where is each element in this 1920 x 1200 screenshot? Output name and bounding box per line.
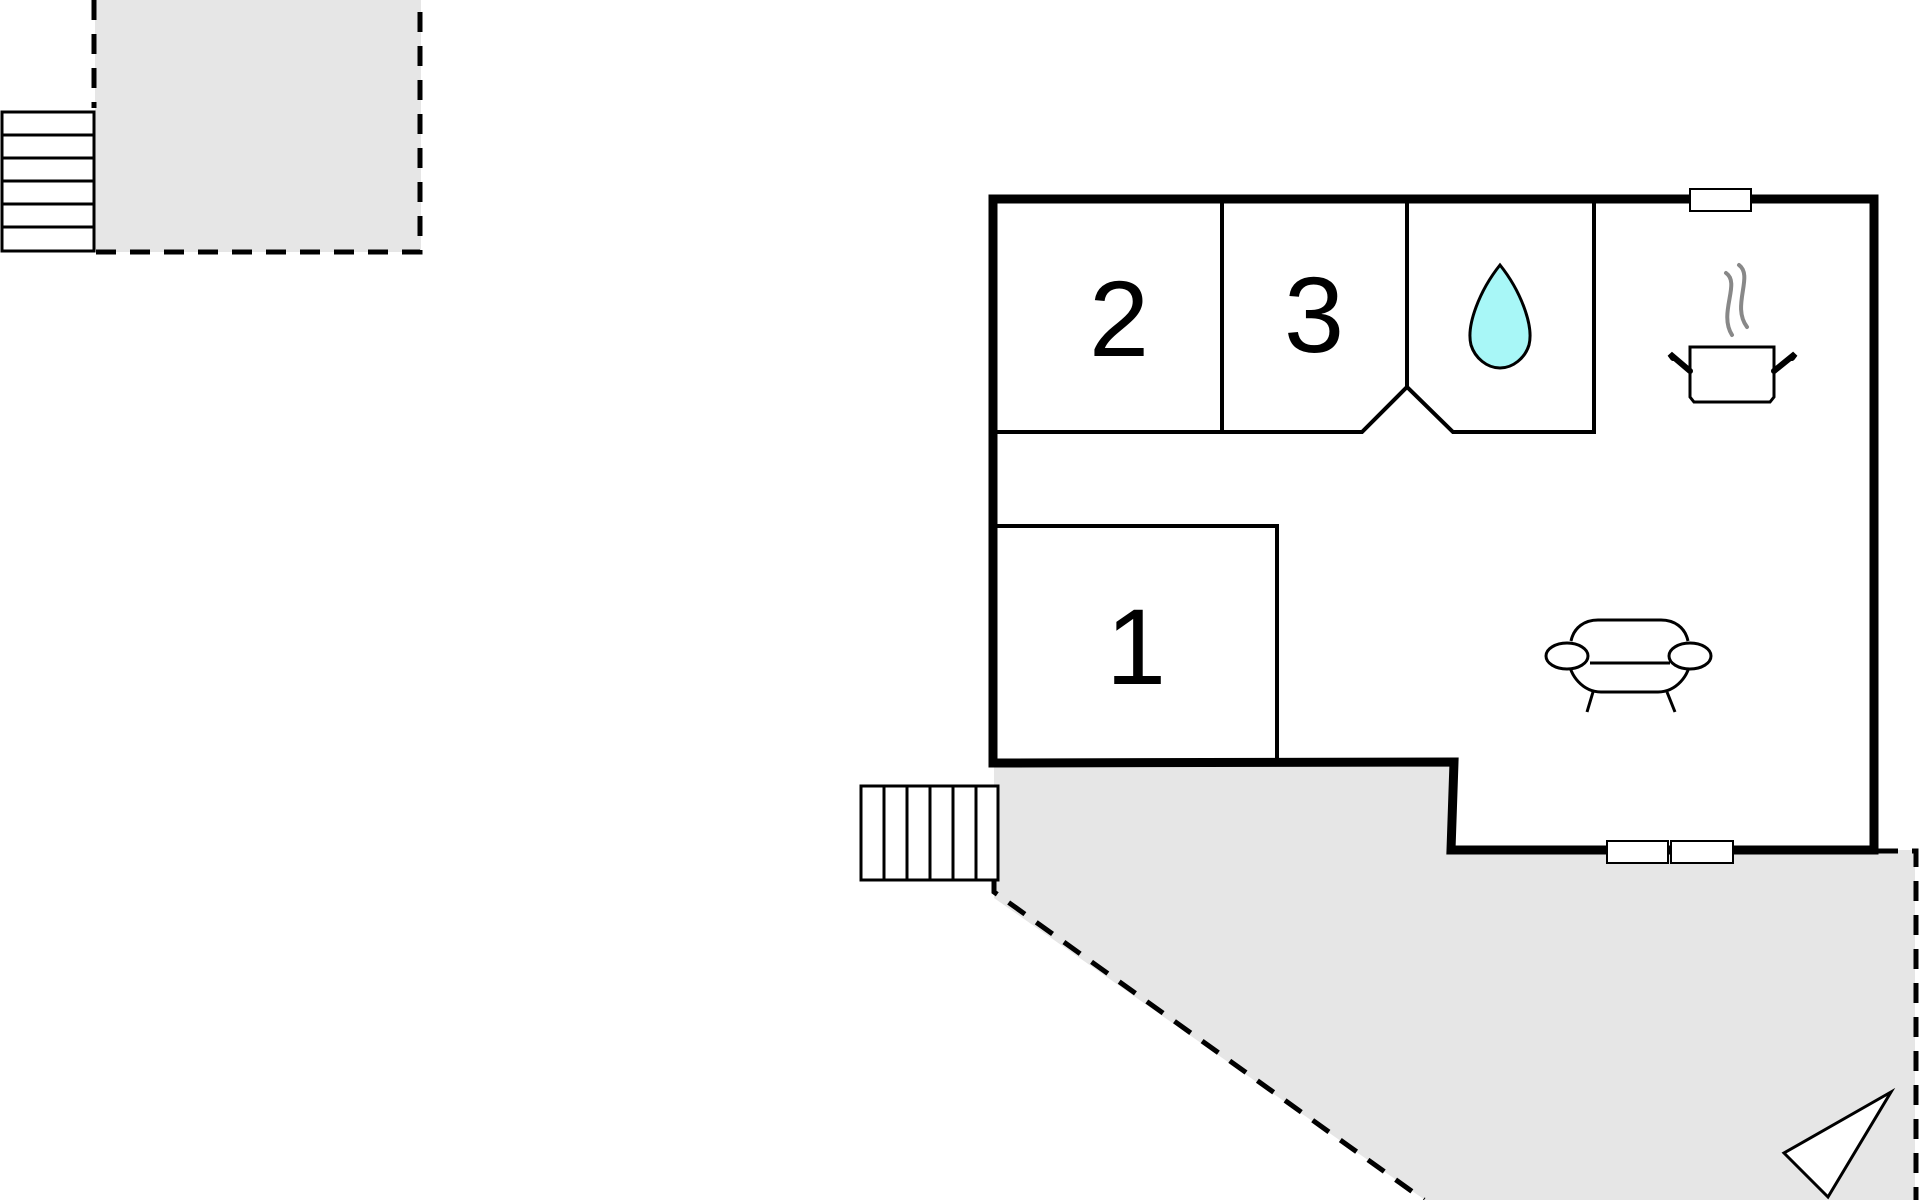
room-label-2: 2 — [1089, 258, 1149, 379]
north-arrow-icon — [1781, 1087, 1896, 1200]
window-icon — [1606, 840, 1669, 864]
windows — [1606, 188, 1752, 864]
water-drop-icon — [1468, 262, 1532, 370]
sofa-icon — [1544, 618, 1713, 713]
terrace-top-left — [91, 0, 423, 255]
room-label-1: 1 — [1106, 586, 1166, 707]
room-label-3: 3 — [1284, 254, 1344, 375]
window-icon — [1670, 840, 1734, 864]
window-icon — [1689, 188, 1752, 212]
stairs-entrance — [859, 784, 1000, 882]
stairs-top-left — [0, 110, 96, 253]
cooking-pot-icon — [1667, 263, 1798, 404]
interior-walls — [997, 202, 1596, 760]
